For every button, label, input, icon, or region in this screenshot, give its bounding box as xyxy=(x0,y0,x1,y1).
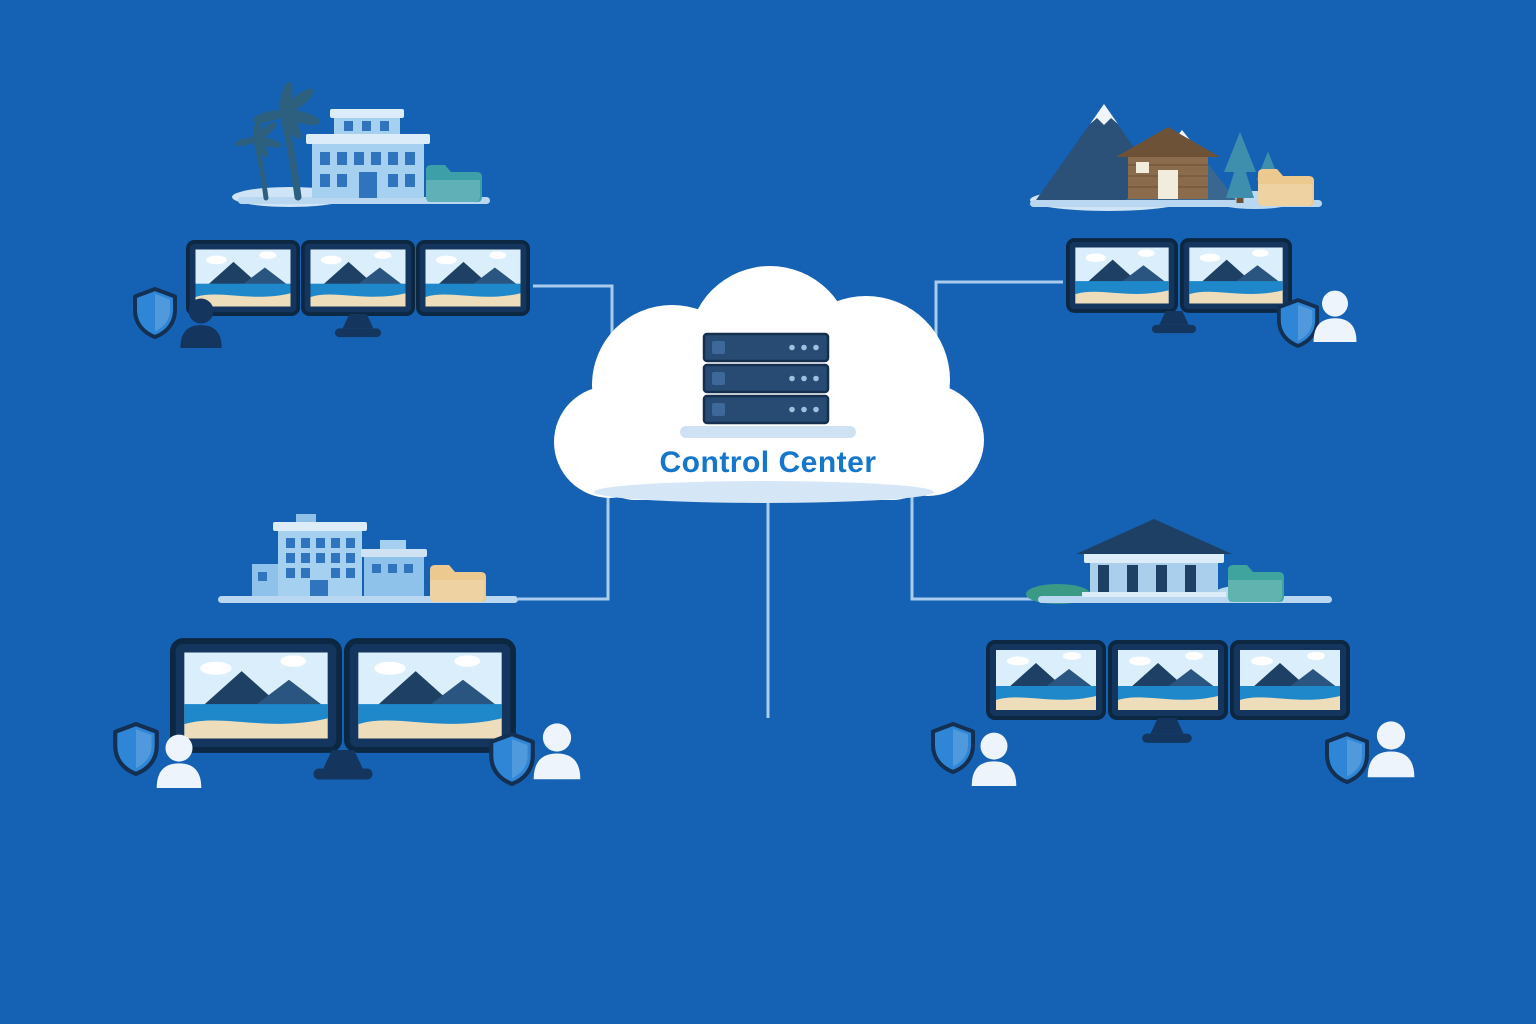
palm-tree-icon xyxy=(234,116,283,198)
platform xyxy=(1030,200,1322,207)
cabin-icon xyxy=(1116,127,1220,199)
hotel-building-icon xyxy=(306,109,430,198)
platform xyxy=(1038,596,1332,603)
shield-icon xyxy=(1276,298,1320,348)
control-center-label: Control Center xyxy=(660,446,877,479)
office-building-icon xyxy=(252,514,427,596)
shield-icon xyxy=(491,734,533,784)
site-bottom-right xyxy=(931,519,1415,786)
bank-building-icon xyxy=(1076,519,1232,597)
monitor-stand-icon xyxy=(1142,718,1192,743)
pine-tree-icon xyxy=(1224,132,1256,203)
monitor-icon xyxy=(418,242,528,314)
folder-icon xyxy=(430,565,486,602)
site-top-left xyxy=(133,81,528,348)
monitor-stand-icon xyxy=(313,750,373,780)
user-icon xyxy=(533,723,581,780)
monitor-icon xyxy=(303,242,413,314)
monitor-icon xyxy=(1232,642,1348,718)
shield-icon xyxy=(115,724,157,774)
connector-line xyxy=(934,280,1063,365)
folder-icon xyxy=(1258,169,1314,206)
monitor-icon xyxy=(988,642,1104,718)
monitor-icon xyxy=(1068,240,1176,311)
site-top-right xyxy=(1030,104,1357,348)
monitor-icon xyxy=(1110,642,1226,718)
connector-line xyxy=(518,470,610,601)
monitor-icon xyxy=(173,641,339,750)
shield-icon xyxy=(931,722,975,774)
user-icon xyxy=(1367,721,1415,778)
monitor-stand-icon xyxy=(1151,311,1197,334)
user-icon xyxy=(971,732,1017,786)
user-icon xyxy=(1313,290,1357,342)
control-center-cloud: Control Center xyxy=(554,266,984,503)
site-bottom-left xyxy=(115,514,581,788)
monitor-icon xyxy=(347,641,513,750)
shield-icon xyxy=(1325,732,1369,784)
server-rack-icon xyxy=(680,332,856,438)
shield-icon xyxy=(133,287,177,339)
cloud-shadow xyxy=(594,481,934,503)
connector-line xyxy=(910,470,1038,601)
folder-icon xyxy=(1228,565,1284,602)
monitor-stand-icon xyxy=(334,314,382,338)
folder-icon xyxy=(426,165,482,202)
monitor-icon xyxy=(1182,240,1290,311)
